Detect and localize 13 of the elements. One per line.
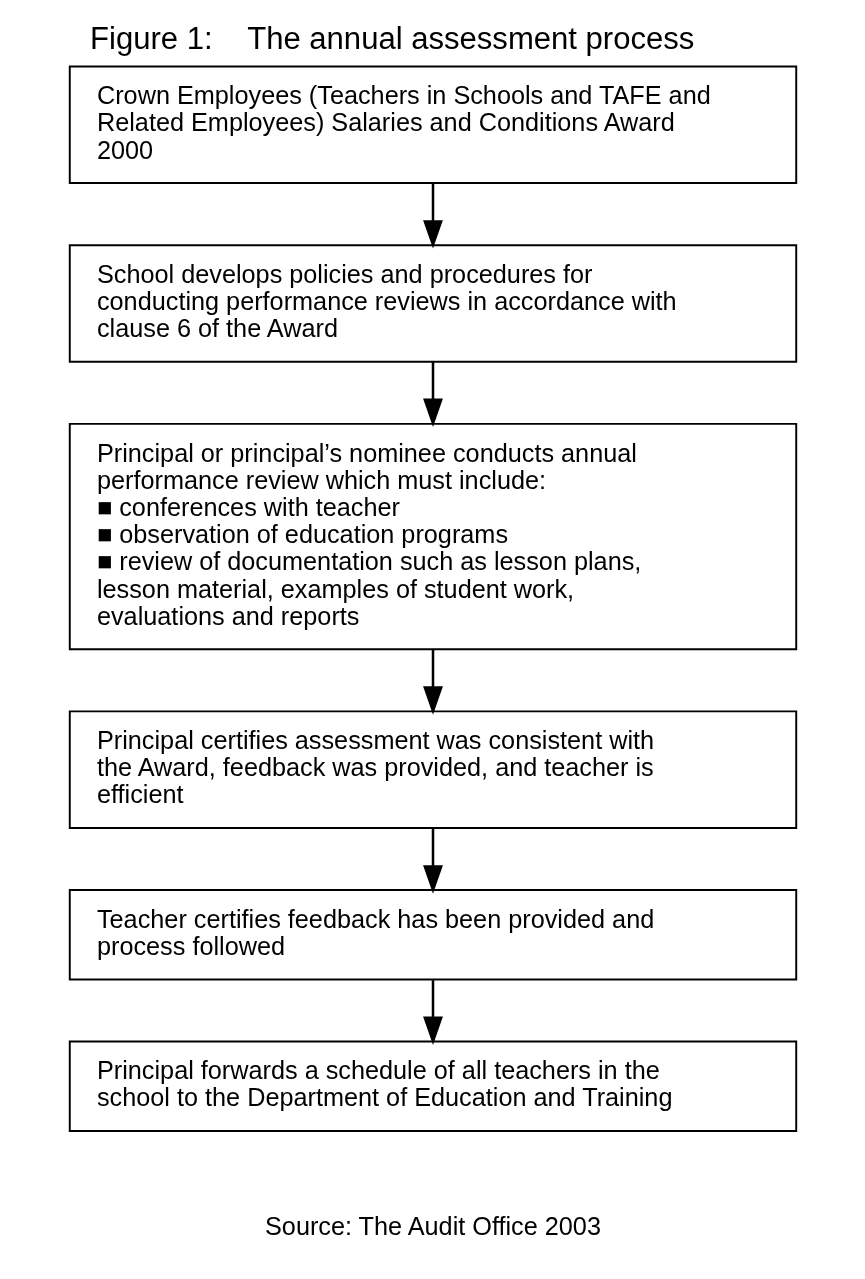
arrow [422,827,443,894]
arrow [422,183,443,249]
node-box: Principal forwards a schedule of all teachers in the school to the Department of Education and Training [68,1040,797,1132]
diagram-title: Figure 1: The annual assessment process [89,20,694,56]
arrow [422,362,443,427]
arrow [422,980,443,1045]
node-box: Principal certifies assessment was consistent with the Award, feedback was provided, and teacher is efficient [68,710,797,829]
node-box: Teacher certifies feedback has been provided and process followed [68,889,797,981]
node-box: Crown Employees (Teachers in Schools and TAFE and Related Employees) Salaries and Conditions Award 2000 [68,65,797,184]
caption: Source: The Audit Office 2003 [264,1211,601,1240]
node-box: School develops policies and procedures for conducting performance reviews in accordance with clause 6 of the Award [68,244,797,363]
node-box: Principal or principal’s nominee conducts annual performance review which must include: ■ conferences with teacher ■ observation of education programs ■ review of documentation such as lesson plans, lesson material, examples of student work, evaluations and reports [68,422,797,651]
arrow [422,649,443,715]
